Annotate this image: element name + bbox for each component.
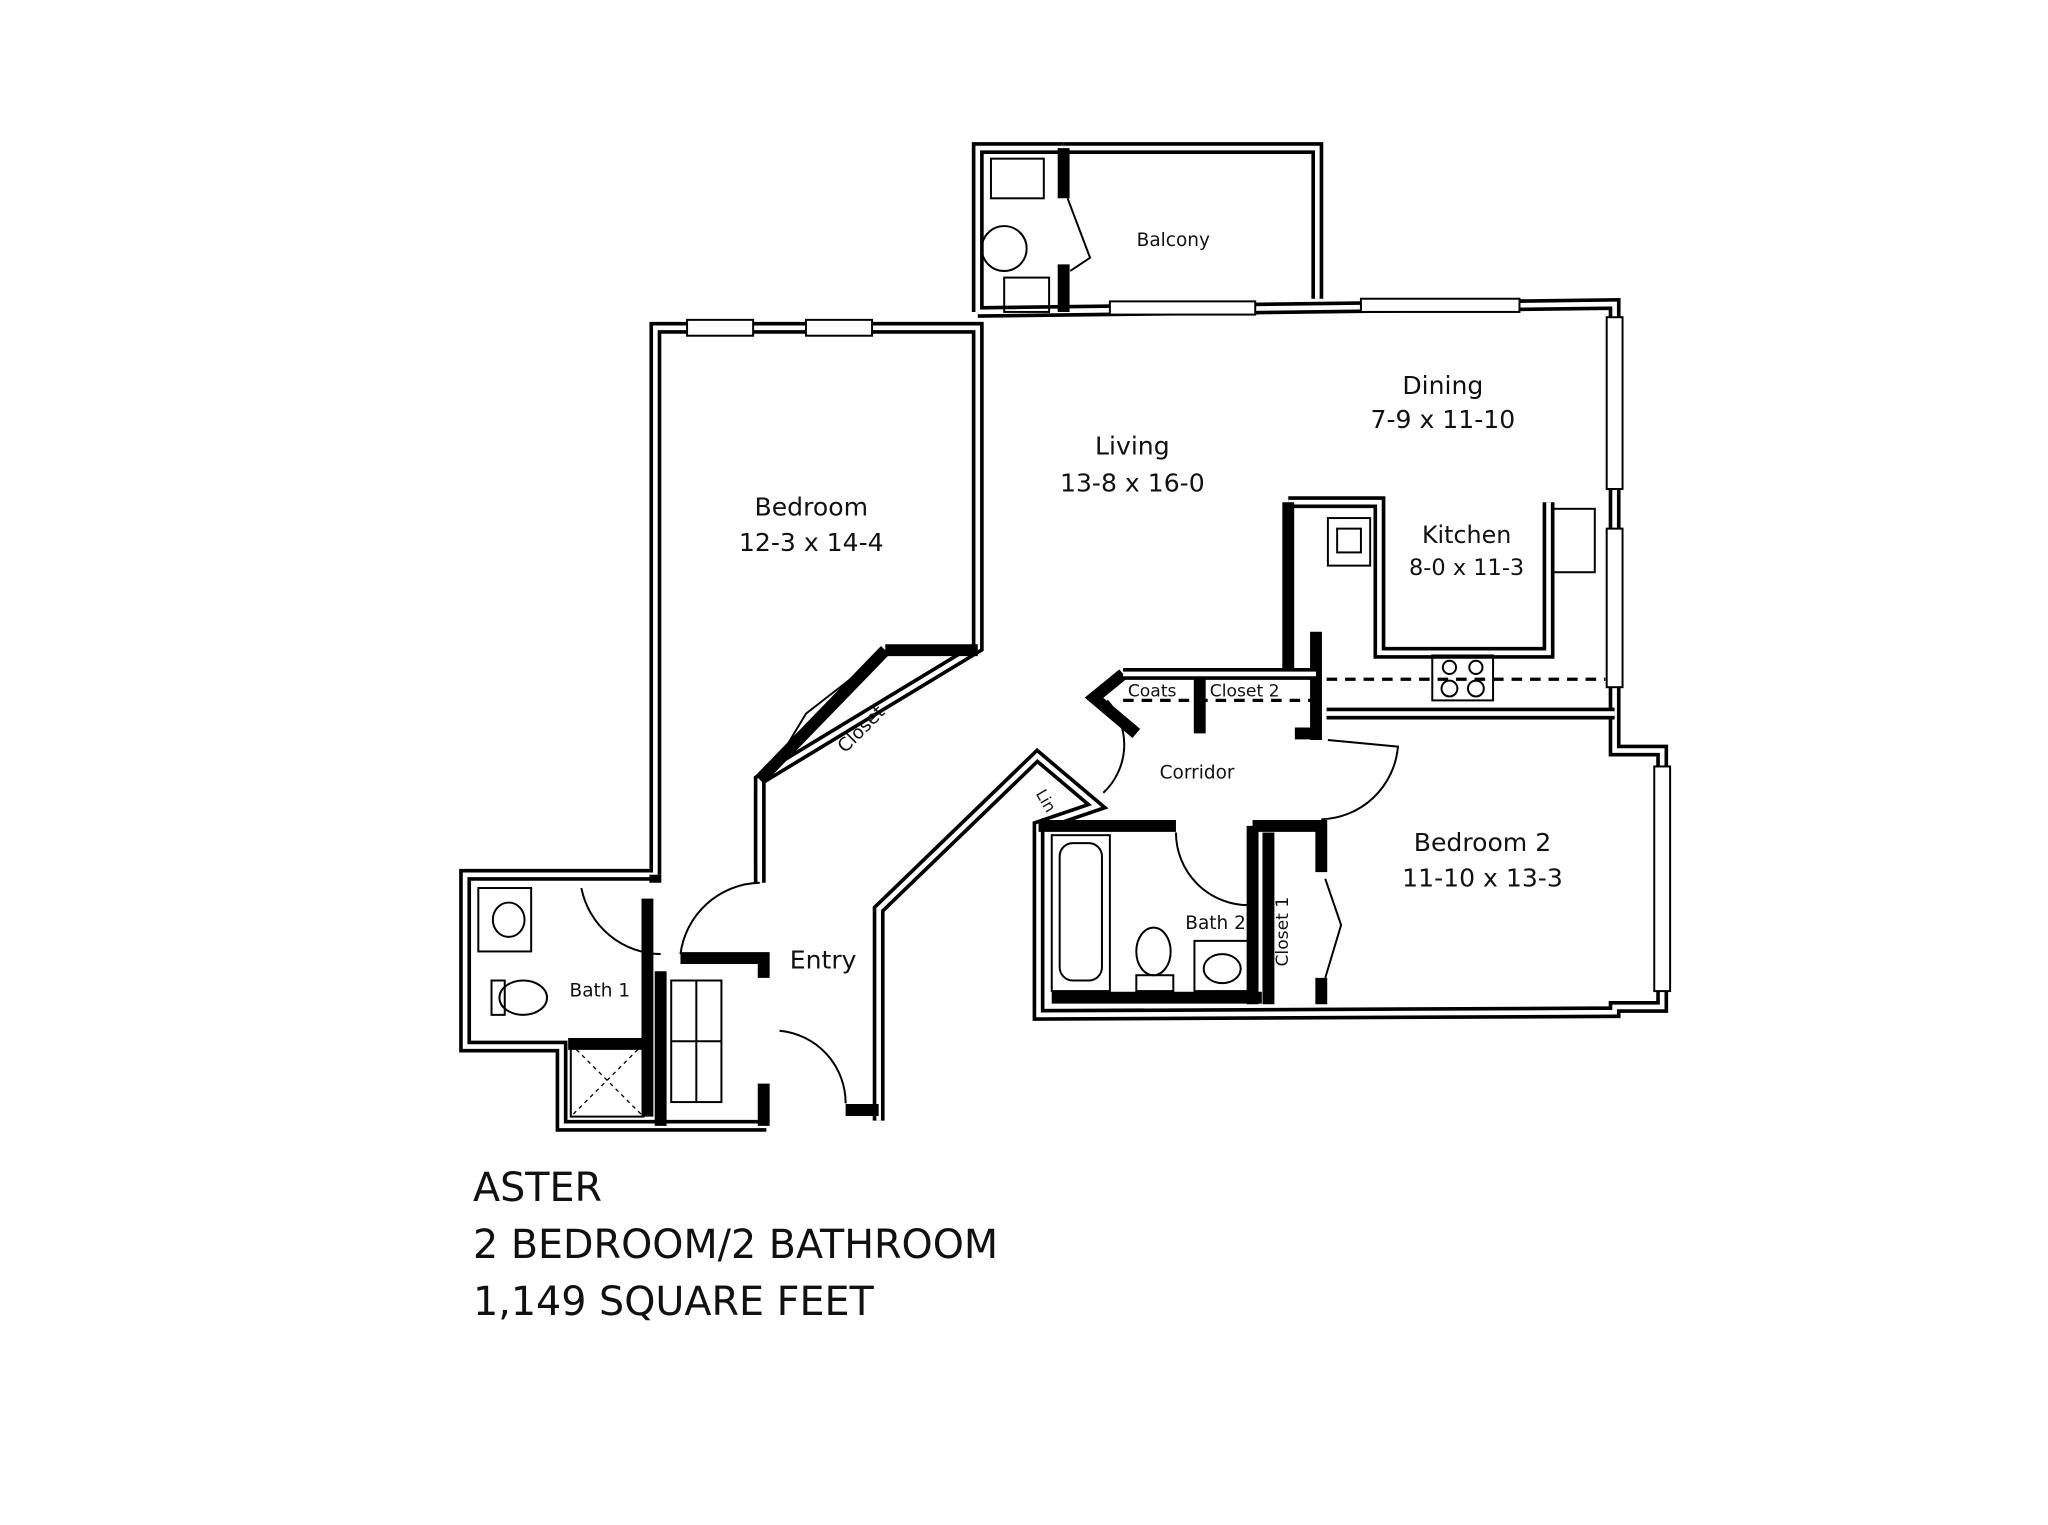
- size-bedroom: 12-3 x 14-4: [739, 528, 884, 557]
- label-kitchen: Kitchen: [1422, 521, 1511, 549]
- bathtub: [1050, 834, 1111, 993]
- sink-bath1: [477, 887, 533, 953]
- label-closet-2: Closet 2: [1210, 681, 1280, 701]
- sink-bath2: [1193, 939, 1251, 993]
- plan-caption: ASTER 2 BEDROOM/2 BATHROOM 1,149 SQUARE …: [473, 1165, 998, 1325]
- plan-type: 2 BEDROOM/2 BATHROOM: [473, 1222, 998, 1268]
- toilet-bath2: [1135, 926, 1172, 977]
- range: [1431, 654, 1495, 702]
- label-dining: Dining: [1402, 371, 1483, 400]
- kitchen-sink: [1326, 517, 1372, 567]
- plan-area: 1,149 SQUARE FEET: [473, 1279, 875, 1325]
- door-swings: [580, 197, 1399, 1104]
- label-bedroom-2: Bedroom 2: [1414, 828, 1551, 857]
- shower: [569, 1042, 645, 1118]
- toilet-bath1: [498, 979, 549, 1016]
- label-living: Living: [1095, 432, 1170, 461]
- fridge: [1551, 507, 1596, 574]
- label-entry: Entry: [790, 946, 857, 975]
- size-bedroom-2: 11-10 x 13-3: [1402, 864, 1563, 893]
- size-kitchen: 8-0 x 11-3: [1409, 555, 1524, 581]
- label-corridor: Corridor: [1160, 762, 1235, 783]
- size-living: 13-8 x 16-0: [1060, 469, 1205, 498]
- label-balcony: Balcony: [1137, 230, 1210, 251]
- dryer: [980, 225, 1028, 272]
- label-bath-2: Bath 2: [1185, 913, 1246, 934]
- label-bedroom: Bedroom: [755, 492, 869, 521]
- plan-name: ASTER: [473, 1165, 602, 1211]
- label-coats: Coats: [1128, 681, 1177, 701]
- label-bath-1: Bath 1: [570, 980, 631, 1001]
- windows: [686, 297, 1672, 993]
- fixtures: [477, 157, 1596, 1118]
- washer: [989, 157, 1045, 200]
- walls: [459, 142, 1669, 1132]
- room-labels: Balcony Dining 7-9 x 11-10 Living 13-8 x…: [570, 230, 1563, 1001]
- size-dining: 7-9 x 11-10: [1370, 405, 1515, 434]
- label-linen: Lin: [1032, 786, 1060, 816]
- label-closet-1: Closet 1: [1273, 897, 1293, 967]
